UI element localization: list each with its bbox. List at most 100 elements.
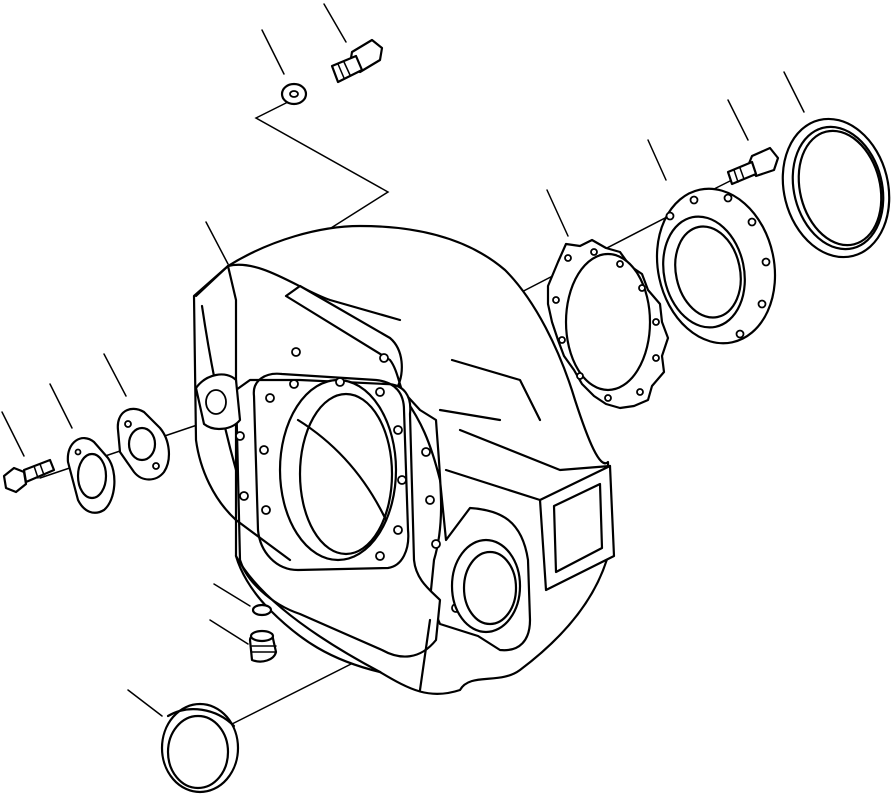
cover-plate-bolt-hole [74, 448, 82, 456]
leader-washer-top [261, 29, 285, 75]
cover-plate [66, 437, 116, 514]
cover-plate-body [66, 437, 116, 514]
bolt-hole [239, 491, 249, 501]
bolt-left [2, 458, 56, 494]
bolt-left-thread [39, 463, 45, 476]
cover-gasket [116, 407, 170, 481]
leader-bolt-seal [727, 99, 749, 141]
washer-top [280, 82, 308, 106]
bolt-hole [235, 431, 245, 441]
bolt-top-thread [337, 63, 345, 79]
rib-2 [438, 408, 502, 422]
bolt-hole [425, 495, 435, 505]
gasket-hole [652, 318, 660, 326]
seal-plate-bore-inner [674, 225, 742, 319]
port-cap [160, 702, 240, 794]
side-boss-hole [205, 389, 227, 415]
flywheel-housing [192, 224, 616, 696]
main-bore-inner [298, 392, 394, 556]
cover-plate-face [76, 452, 108, 500]
gasket-ring-inner [564, 252, 652, 392]
gasket-hole [564, 254, 572, 262]
leader-o-ring [213, 583, 251, 607]
bolt-hole [261, 505, 271, 515]
gasket-hole [552, 296, 560, 304]
bore-frame [252, 372, 410, 572]
gasket-hole [652, 354, 660, 362]
bolt-left-shank [22, 458, 56, 484]
bolt-hole [375, 387, 385, 397]
washer-top-hole [289, 90, 299, 98]
cover-gasket-bolt-hole [124, 420, 132, 428]
side-box-inner [552, 482, 604, 574]
bolt-left-thread [33, 465, 39, 479]
bolt-left-head [2, 466, 28, 494]
seal-plate [655, 187, 777, 345]
side-box [538, 464, 616, 592]
gasket-hole [558, 336, 566, 344]
side-box-top [444, 428, 612, 502]
drain-plug [248, 629, 278, 663]
bolt-hole [421, 447, 431, 457]
lower-port [450, 538, 522, 634]
callout-leaders [1, 3, 805, 717]
rib-1 [450, 358, 542, 422]
seal-plate-hole [689, 195, 699, 205]
bolt-hole [375, 551, 385, 561]
assembly-line-top [254, 97, 390, 241]
oil-seal-lip [797, 129, 883, 247]
bolt-hole [393, 425, 403, 435]
bore-depth-line [296, 418, 388, 522]
bolt-hole [393, 525, 403, 535]
cover-gasket-hole [127, 426, 157, 462]
bolt-seal [726, 146, 780, 186]
gasket-hole [576, 372, 584, 380]
lower-rib [234, 518, 432, 692]
bolt-seal-thread [733, 169, 739, 183]
bore-bolt-holes [235, 347, 461, 613]
seal-plate-hole [747, 217, 757, 227]
seal-plate-bore [662, 215, 746, 329]
bolt-hole [259, 445, 269, 455]
oil-seal-inner [791, 125, 885, 251]
gasket-hole [616, 260, 624, 268]
leader-housing [205, 221, 229, 265]
housing-top-ridge [226, 263, 402, 322]
leader-cover-gasket [103, 353, 127, 397]
bolt-hole [265, 393, 275, 403]
seal-plate-hole [723, 193, 733, 203]
gasket-hole [638, 284, 646, 292]
bolt-hole [289, 379, 299, 389]
leader-oil-seal-ring [783, 71, 805, 113]
port-cap-rim [166, 708, 236, 728]
leader-drain-plug [209, 619, 249, 645]
seal-plate-hole [735, 329, 745, 339]
gasket-hole [590, 248, 598, 256]
bolt-top-thread [343, 61, 351, 76]
gasket-hole [636, 388, 644, 396]
bolt-hole [379, 353, 389, 363]
o-ring [251, 603, 273, 617]
oil-seal-ring [781, 117, 891, 259]
bolt-hole [431, 539, 441, 549]
main-bore [278, 378, 398, 562]
bolt-top [330, 38, 384, 84]
cover-gasket-bolt-hole [152, 462, 160, 470]
leader-cover-plate [49, 383, 73, 429]
bolt-hole [397, 475, 407, 485]
seal-plate-hole [761, 257, 771, 267]
bolt-hole [335, 377, 345, 387]
leader-port-cap [127, 689, 163, 717]
port-cap-inner [166, 714, 230, 790]
seal-plate-hole [757, 299, 767, 309]
gasket-hole [604, 394, 612, 402]
lower-port-inner [462, 550, 518, 626]
leader-bolt-left [1, 411, 25, 457]
bolt-seal-thread [739, 167, 745, 180]
bolt-hole [291, 347, 301, 357]
leader-bolt-top [323, 3, 347, 43]
leader-seal-plate [647, 139, 667, 181]
leader-gasket-ring [546, 189, 569, 237]
o-ring-body [251, 603, 273, 617]
